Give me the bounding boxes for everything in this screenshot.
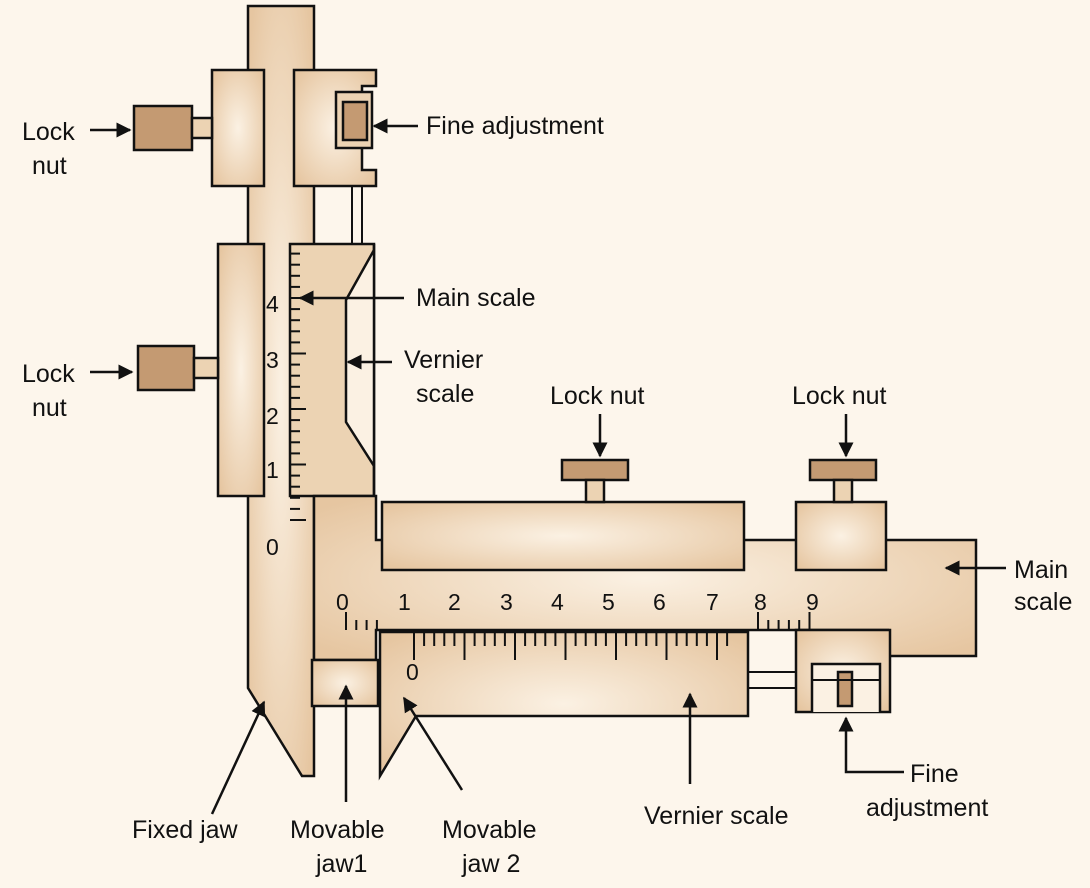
vernier-scale-vertical-cut bbox=[344, 244, 376, 496]
label-lock-nut-upper-left-2: nut bbox=[32, 152, 67, 180]
horizontal-scale-number-2: 2 bbox=[448, 589, 461, 615]
middle-lock-housing bbox=[216, 242, 266, 498]
label-lock-nut-middle-left-1: Lock bbox=[22, 360, 75, 388]
horizontal-upper-housing bbox=[380, 500, 746, 572]
label-main-scale-horizontal-2: scale bbox=[1014, 588, 1072, 616]
label-main-scale-horizontal-1: Main bbox=[1014, 556, 1068, 584]
label-fine-adjustment-bottom-2: adjustment bbox=[866, 794, 988, 822]
upper-lock-nut bbox=[132, 104, 194, 152]
middle-lock-nut bbox=[136, 344, 196, 392]
horizontal-caliper: 0 1 2 3 4 5 6 7 8 9 0 bbox=[310, 458, 978, 781]
callout-arrows bbox=[90, 118, 1006, 815]
label-fine-adjustment-bottom-1: Fine bbox=[910, 760, 959, 788]
label-lock-nut-upper-left-1: Lock bbox=[22, 118, 75, 146]
horizontal-scale-number-4: 4 bbox=[551, 589, 564, 615]
horizontal-lock-stem-right bbox=[832, 478, 854, 504]
label-lock-nut-horizontal-left: Lock nut bbox=[550, 382, 645, 410]
label-vernier-scale-vertical-1: Vernier bbox=[404, 346, 483, 374]
label-vernier-scale-vertical-2: scale bbox=[416, 380, 474, 408]
upper-lock-housing bbox=[210, 68, 266, 188]
vertical-scale-number-4: 4 bbox=[266, 291, 279, 317]
vertical-scale-number-2: 2 bbox=[266, 403, 279, 429]
label-fixed-jaw: Fixed jaw bbox=[132, 816, 239, 844]
labels: Lock nut Fine adjustment Main scale Vern… bbox=[22, 112, 1072, 878]
horizontal-scale-number-7: 7 bbox=[706, 589, 719, 615]
label-movable-jaw1-1: Movable bbox=[290, 816, 385, 844]
label-lock-nut-horizontal-right: Lock nut bbox=[792, 382, 887, 410]
horizontal-lock-nut-right bbox=[808, 458, 878, 482]
label-movable-jaw2-1: Movable bbox=[442, 816, 537, 844]
horizontal-scale-number-5: 5 bbox=[602, 589, 615, 615]
horizontal-scale-number-8: 8 bbox=[754, 589, 767, 615]
label-fine-adjustment-top: Fine adjustment bbox=[426, 112, 604, 140]
fixed-jaw bbox=[246, 4, 316, 778]
horizontal-upper-housing-right bbox=[794, 500, 888, 572]
label-movable-jaw2-2: jaw 2 bbox=[461, 850, 520, 878]
label-movable-jaw1-2: jaw1 bbox=[315, 850, 367, 878]
vertical-scale-number-1: 1 bbox=[266, 457, 279, 483]
horizontal-lock-nut-left bbox=[560, 458, 630, 482]
vertical-scale-number-0: 0 bbox=[266, 534, 279, 560]
horizontal-scale-number-9: 9 bbox=[806, 589, 819, 615]
horizontal-vernier-scale-ticks bbox=[413, 632, 729, 660]
fine-adjustment-top-nut bbox=[341, 100, 369, 142]
middle-lock-stem bbox=[192, 356, 220, 380]
horizontal-scale-number-3: 3 bbox=[500, 589, 513, 615]
horizontal-scale-number-1: 1 bbox=[398, 589, 411, 615]
movable-jaw2-slider bbox=[378, 630, 750, 781]
fine-adjustment-bottom-nut bbox=[836, 670, 854, 708]
label-lock-nut-middle-left-2: nut bbox=[32, 394, 67, 422]
vertical-main-scale-ticks bbox=[290, 252, 306, 521]
horizontal-scale-number-0: 0 bbox=[336, 589, 349, 615]
vertical-scale-number-3: 3 bbox=[266, 347, 279, 373]
vertical-caliper: 0 1 2 3 4 bbox=[132, 4, 378, 778]
vernier-zero-number: 0 bbox=[406, 659, 419, 685]
upper-lock-stem bbox=[190, 116, 214, 140]
horizontal-lock-stem-left bbox=[584, 478, 606, 504]
horizontal-scale-number-6: 6 bbox=[653, 589, 666, 615]
label-main-scale-vertical: Main scale bbox=[416, 284, 536, 312]
label-vernier-scale-horizontal: Vernier scale bbox=[644, 802, 789, 830]
horizontal-main-scale-ticks bbox=[345, 612, 811, 630]
